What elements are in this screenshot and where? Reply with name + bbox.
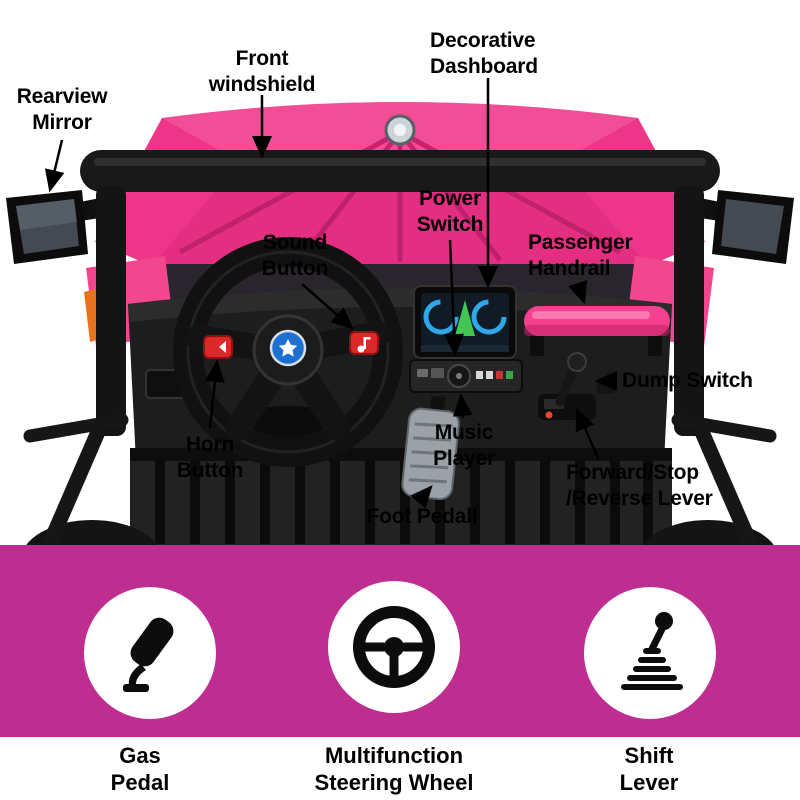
decorative-dashboard-screen	[413, 285, 517, 359]
callout-decorative-dashboard: Decorative Dashboard	[430, 29, 538, 78]
frame-tubes	[23, 413, 777, 560]
callout-horn-button: Horn Button	[176, 433, 244, 482]
feature-label-shift-lever: Shift Lever	[619, 743, 679, 795]
rearview-mirror-left	[6, 190, 112, 264]
feature-circle-steering-wheel	[328, 581, 460, 713]
roll-bar-posts	[96, 186, 704, 436]
feature-circle-shift-lever	[584, 587, 716, 719]
callout-foot-pedal: Foot Pedall	[366, 505, 478, 528]
callout-front-windshield: Front windshield	[208, 47, 316, 96]
steering-wheel-icon	[353, 606, 435, 688]
feature-band	[0, 545, 800, 737]
feature-label-steering-wheel: Multifunction Steering Wheel	[314, 743, 474, 795]
callout-passenger-handrail: Passenger Handrail	[528, 231, 633, 280]
steering-wheel	[173, 237, 403, 467]
shift-lever-icon	[621, 612, 683, 690]
roll-bar	[80, 150, 720, 192]
sound-button-control	[349, 331, 379, 355]
callout-power-switch: Power Switch	[416, 187, 484, 236]
foot-pedal-part	[401, 395, 460, 501]
gas-pedal-icon	[123, 617, 174, 692]
horn-button-control	[203, 335, 233, 359]
callout-forward-stop-reverse: Forward/Stop /Reverse Lever	[566, 461, 713, 510]
feature-label-gas-pedal: Gas Pedal	[110, 743, 170, 795]
callout-sound-button: Sound Button	[261, 231, 329, 280]
callout-rearview-mirror: Rearview Mirror	[16, 85, 108, 134]
product-photo	[6, 102, 794, 560]
music-player-panel	[409, 359, 523, 393]
callout-dump-switch: Dump Switch	[622, 369, 753, 392]
feature-circle-gas-pedal	[84, 587, 216, 719]
passenger-handrail-part	[524, 306, 670, 356]
callout-music-player: Music Player	[433, 421, 495, 470]
